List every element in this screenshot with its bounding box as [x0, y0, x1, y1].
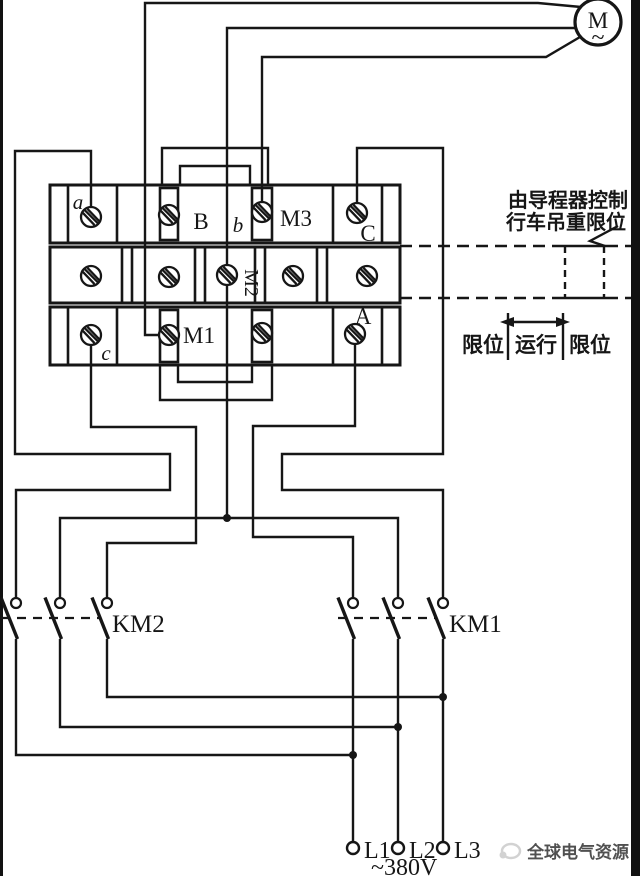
wire-phase-L1	[14, 639, 355, 842]
label-a: a	[73, 190, 84, 214]
block-row-bottom	[48, 305, 402, 367]
terminal-mid1-screw	[79, 264, 103, 288]
watermark: 全球电气资源	[499, 842, 629, 863]
watermark-logo-icon	[500, 842, 522, 860]
terminal-c-screw	[79, 323, 103, 347]
label-M1: M1	[183, 323, 215, 348]
km1-pole-3	[426, 595, 450, 641]
contactor-km2: KM2	[0, 595, 165, 641]
motor-symbol: M ~	[573, 0, 623, 51]
terminal-mid5-screw	[355, 264, 379, 288]
label-B: B	[193, 209, 208, 234]
motor-circle	[573, 0, 623, 47]
travel-limiter: 由导程器控制 行车吊重限位 限位 运行 限位	[400, 188, 631, 360]
terminal-L1-circle	[345, 840, 361, 856]
junction-dot	[223, 514, 231, 522]
terminal-mid2-screw	[157, 265, 181, 289]
label-L1: L1	[364, 838, 391, 864]
limiter-caption-line1: 由导程器控制	[508, 188, 628, 212]
terminal-block-labels: a B b M3 C M2 M1 c A	[73, 190, 376, 365]
limiter-zone-right: 限位	[569, 333, 611, 357]
junction-dots	[223, 514, 447, 759]
block-row-top	[48, 183, 402, 245]
terminal-L2-circle	[390, 840, 406, 856]
km1-label: KM1	[449, 611, 502, 638]
wire-c-lower-to-km2	[89, 345, 198, 597]
terminal-mid4-screw	[281, 264, 305, 288]
arrow-right-head	[556, 317, 570, 327]
supply-terminals: L1 L2 L3 ~380V	[345, 838, 481, 876]
right-border-bar	[631, 0, 640, 876]
label-L2: L2	[409, 838, 436, 864]
wire-c-upper-to-km1	[280, 146, 445, 597]
wire-bottom-links	[158, 364, 274, 402]
wire-junction-rail	[58, 516, 400, 597]
label-A: A	[355, 304, 372, 329]
label-voltage: ~380V	[371, 855, 438, 876]
arrow-left-head	[500, 317, 514, 327]
terminal-bot3-screw	[250, 321, 274, 345]
label-c: c	[101, 341, 111, 365]
contactor-km1: KM1	[336, 595, 502, 641]
limiter-slider-edges	[563, 244, 606, 300]
motor-label: M	[588, 8, 608, 33]
limiter-slider-sides	[563, 246, 606, 298]
terminal-C-screw	[345, 201, 369, 225]
block-row-middle	[48, 245, 402, 305]
km2-label: KM2	[112, 611, 165, 638]
wire-phase-L2	[58, 639, 400, 842]
terminal-a-screw	[79, 205, 103, 229]
terminal-M1-screw	[157, 323, 181, 347]
block-cell-dividers	[66, 185, 384, 365]
left-border-bar	[0, 0, 3, 876]
watermark-text: 全球电气资源	[526, 842, 629, 863]
wire-a-to-km2	[13, 149, 172, 597]
wiring	[13, 1, 582, 842]
limiter-zone-left: 限位	[462, 333, 504, 357]
label-b: b	[233, 213, 244, 237]
label-L3: L3	[454, 838, 481, 864]
terminal-L3-circle	[435, 840, 451, 856]
terminal-M3-screw	[250, 200, 274, 224]
wire-phase-L3	[105, 639, 445, 842]
wire-motor-u1	[143, 1, 582, 337]
junction-dot	[439, 693, 447, 701]
wire-motor-u3	[260, 35, 581, 202]
wire-A-to-km1	[251, 344, 357, 597]
junction-dot	[394, 723, 402, 731]
limiter-zone-center: 运行	[515, 333, 557, 357]
motor-ac-symbol: ~	[592, 25, 605, 51]
label-M3: M3	[280, 206, 312, 231]
junction-dot	[349, 751, 357, 759]
watermark-logo-dot	[499, 851, 507, 859]
limiter-leader-line	[586, 224, 619, 248]
label-C: C	[360, 221, 375, 246]
terminal-B-screw	[157, 203, 181, 227]
limiter-caption-line2: 行车吊重限位	[505, 210, 626, 234]
km2-pole-3	[90, 595, 114, 641]
wire-top-links	[160, 146, 270, 186]
terminal-M2-screw	[215, 263, 239, 287]
label-M2: M2	[240, 269, 262, 297]
